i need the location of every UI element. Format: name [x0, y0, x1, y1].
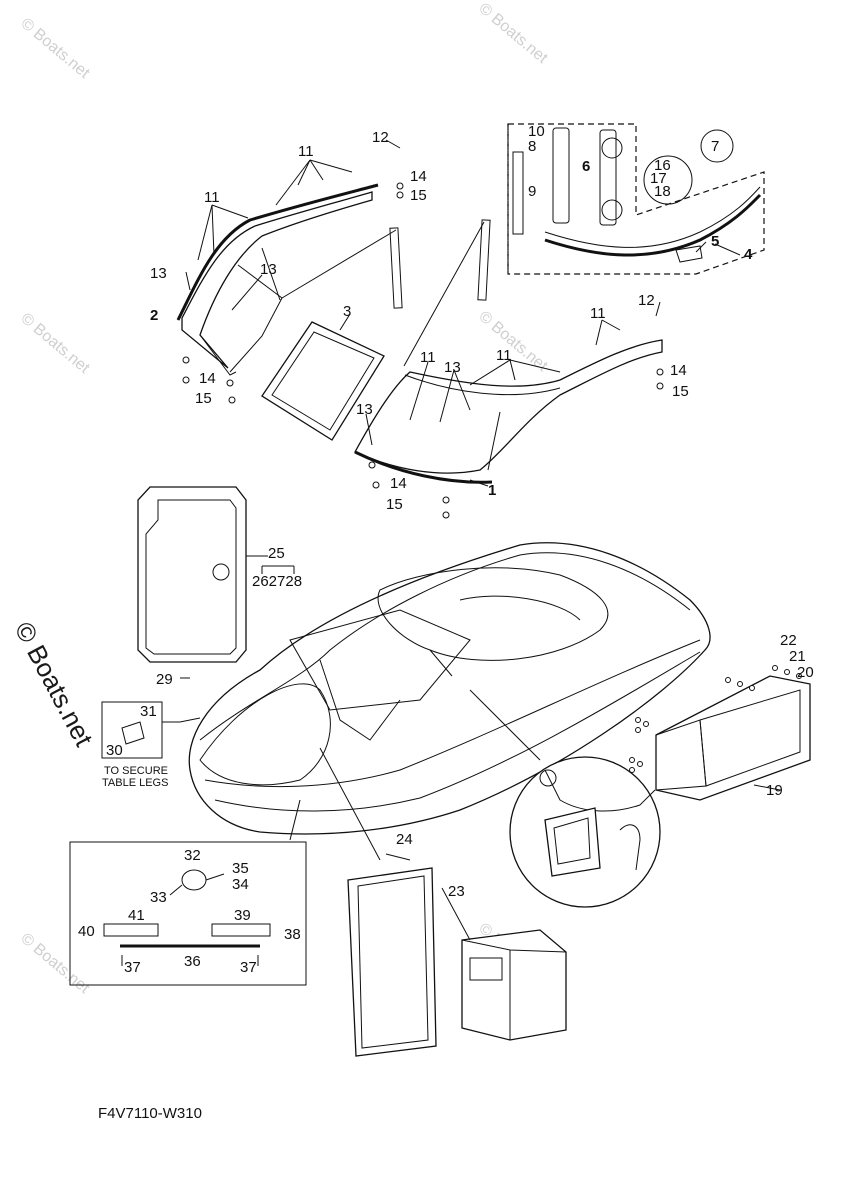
callout-15d: 15 — [386, 496, 403, 513]
windshield-left-part — [176, 183, 379, 376]
callout-20: 20 — [797, 664, 814, 681]
callout-14c: 14 — [670, 362, 687, 379]
strut-9-shape — [512, 151, 524, 235]
callout-13b: 13 — [260, 261, 277, 278]
callout-38: 38 — [284, 926, 301, 943]
callout-36: 36 — [184, 953, 201, 970]
table-note-line1: TO SECURE — [104, 765, 168, 777]
storage-box-19-part — [629, 665, 811, 801]
callout-22: 22 — [780, 632, 797, 649]
callout-15a: 15 — [410, 187, 427, 204]
boat-hull — [179, 542, 711, 861]
callout-33: 33 — [150, 889, 167, 906]
callout-14a: 14 — [410, 168, 427, 185]
hardware-dots-top — [182, 182, 664, 519]
bracket-25-marks — [180, 565, 295, 679]
callout-14b: 14 — [199, 370, 216, 387]
callout-34: 34 — [232, 876, 249, 893]
callout-262728: 262728 — [252, 573, 302, 590]
watermark-text: © Boats.net — [17, 310, 93, 377]
callout-32: 32 — [184, 847, 201, 864]
callout-25: 25 — [268, 545, 285, 562]
callout-13d: 13 — [356, 401, 373, 418]
callout-10: 10 — [528, 123, 545, 140]
callout-12a: 12 — [372, 129, 389, 146]
callout-8: 8 — [528, 138, 536, 155]
callout-19: 19 — [766, 782, 783, 799]
callout-41: 41 — [128, 907, 145, 924]
console-23-part — [441, 887, 567, 1041]
callout-13a: 13 — [150, 265, 167, 282]
callout-4: 4 — [744, 246, 753, 263]
callout-7: 7 — [711, 138, 719, 155]
callout-30: 30 — [106, 742, 123, 759]
watermark-text: © Boats.net — [17, 930, 93, 997]
callout-21: 21 — [789, 648, 806, 665]
watermark-text: © Boats.net — [17, 15, 93, 82]
watermark-text: © Boats.net — [475, 308, 551, 375]
callout-labels: 1 2 3 4 5 6 7 8 9 10 11 11 11 11 11 12 1… — [78, 123, 814, 976]
callout-1: 1 — [488, 482, 496, 499]
callout-2: 2 — [150, 307, 158, 324]
door-frame-part — [347, 853, 437, 1057]
inset-detail-box — [507, 123, 765, 275]
callout-35: 35 — [232, 860, 249, 877]
callout-13c: 13 — [444, 359, 461, 376]
callout-29: 29 — [156, 671, 173, 688]
callout-11b: 11 — [204, 189, 220, 206]
callout-37b: 37 — [240, 959, 257, 976]
grab-handle-inset — [69, 841, 307, 986]
callout-14d: 14 — [390, 475, 407, 492]
callout-11a: 11 — [298, 143, 314, 160]
zoom-detail-circle — [509, 756, 661, 908]
glass-panel-part — [261, 321, 385, 441]
callout-9: 9 — [528, 183, 536, 200]
callout-18: 18 — [654, 183, 671, 200]
callout-11d: 11 — [420, 349, 436, 366]
callout-24: 24 — [396, 831, 413, 848]
table-note: TO SECURE TABLE LEGS — [102, 765, 168, 789]
callout-31: 31 — [140, 703, 157, 720]
watermark-side: © Boats.net — [9, 617, 100, 752]
table-legs-inset — [101, 701, 180, 759]
watermark-text: © Boats.net — [475, 0, 551, 67]
callout-3: 3 — [343, 303, 351, 320]
callout-5: 5 — [711, 233, 719, 250]
callout-16: 16 — [654, 157, 671, 174]
callout-15c: 15 — [672, 383, 689, 400]
callout-6: 6 — [582, 158, 590, 175]
callout-11e: 11 — [496, 347, 512, 364]
callout-37a: 37 — [124, 959, 141, 976]
callout-12b: 12 — [638, 292, 655, 309]
callout-40: 40 — [78, 923, 95, 940]
strut-6-shape — [552, 127, 570, 224]
table-note-line2: TABLE LEGS — [102, 777, 168, 789]
diagram-code: F4V7110-W310 — [98, 1105, 202, 1122]
leader-lines-top — [185, 139, 741, 487]
callout-17: 17 — [650, 170, 667, 187]
callout-23: 23 — [448, 883, 465, 900]
watermark-layer: © Boats.net © Boats.net © Boats.net © Bo… — [17, 0, 551, 997]
callout-39: 39 — [234, 907, 251, 924]
hatch-25-part — [137, 486, 268, 663]
support-struts — [281, 219, 491, 367]
callout-11c: 11 — [590, 305, 606, 322]
callout-15b: 15 — [195, 390, 212, 407]
